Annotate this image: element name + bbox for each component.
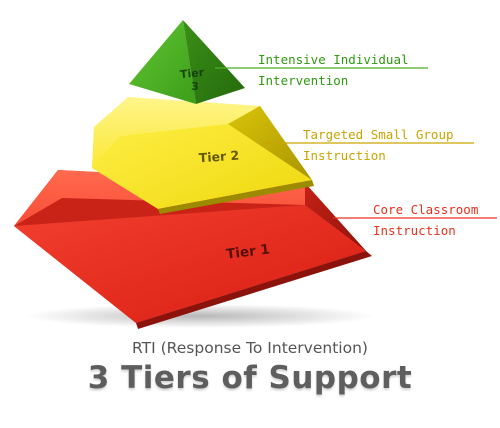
- pyramid-shadow: [25, 304, 375, 328]
- tier-1-side-face: [305, 183, 366, 251]
- tier-2-description-line-2: Instruction: [303, 148, 386, 163]
- tier-3-block: [129, 20, 245, 104]
- tier-1-block: [14, 170, 372, 329]
- tier-2-description: Targeted Small Group Instruction: [303, 124, 454, 166]
- tier-2-top-face: [92, 97, 260, 168]
- tier-2-block: [92, 97, 314, 214]
- diagram-subtitle: RTI (Response To Intervention): [132, 339, 368, 357]
- diagram-title: 3 Tiers of Support: [87, 360, 413, 396]
- tier-3-description-line-2: Intervention: [258, 73, 349, 88]
- tier-1-side-face-bottom: [136, 251, 372, 329]
- tier-3-label-line-2: 3: [191, 80, 199, 93]
- tier-2-description-line-1: Targeted Small Group: [303, 127, 454, 142]
- tier-3-description: Intensive Individual Intervention: [258, 49, 409, 91]
- tier-3-description-line-1: Intensive Individual: [258, 52, 409, 67]
- tier-2-side-face-bottom: [158, 180, 314, 214]
- tier-1-description-line-1: Core Classroom: [373, 202, 479, 217]
- tier-3-label-line-1: Tier: [179, 66, 205, 82]
- tier-3-front-face: [129, 20, 196, 104]
- tier-3-side-face: [183, 20, 245, 104]
- tier-1-front-face: [14, 205, 366, 323]
- tier-1-description: Core Classroom Instruction: [373, 199, 478, 241]
- tier-2-label: Tier 2: [198, 148, 239, 166]
- tier-1-description-line-2: Instruction: [373, 223, 456, 238]
- tier-1-label: Tier 1: [225, 241, 270, 262]
